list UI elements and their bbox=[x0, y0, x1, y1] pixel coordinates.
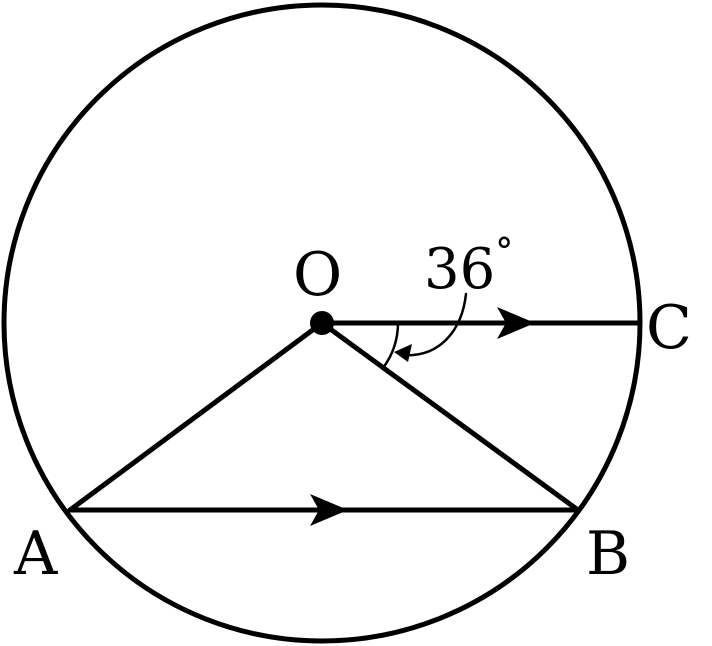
segment-oa bbox=[67, 320, 325, 513]
angle-label: 36° bbox=[424, 232, 513, 302]
center-dot bbox=[310, 311, 334, 335]
parallel-arrow-ab-icon bbox=[310, 494, 348, 526]
angle-pointer bbox=[400, 292, 468, 357]
parallel-arrow-oc-icon bbox=[497, 307, 535, 339]
label-c: C bbox=[646, 293, 692, 363]
segment-ob bbox=[319, 320, 581, 513]
angle-value: 36 bbox=[424, 237, 495, 302]
label-b: B bbox=[586, 519, 630, 589]
angle-pointer-arrowhead-icon bbox=[394, 344, 412, 362]
label-a: A bbox=[13, 519, 58, 589]
angle-unit: ° bbox=[495, 232, 513, 273]
label-o: O bbox=[293, 240, 342, 310]
angle-arc bbox=[381, 321, 400, 370]
